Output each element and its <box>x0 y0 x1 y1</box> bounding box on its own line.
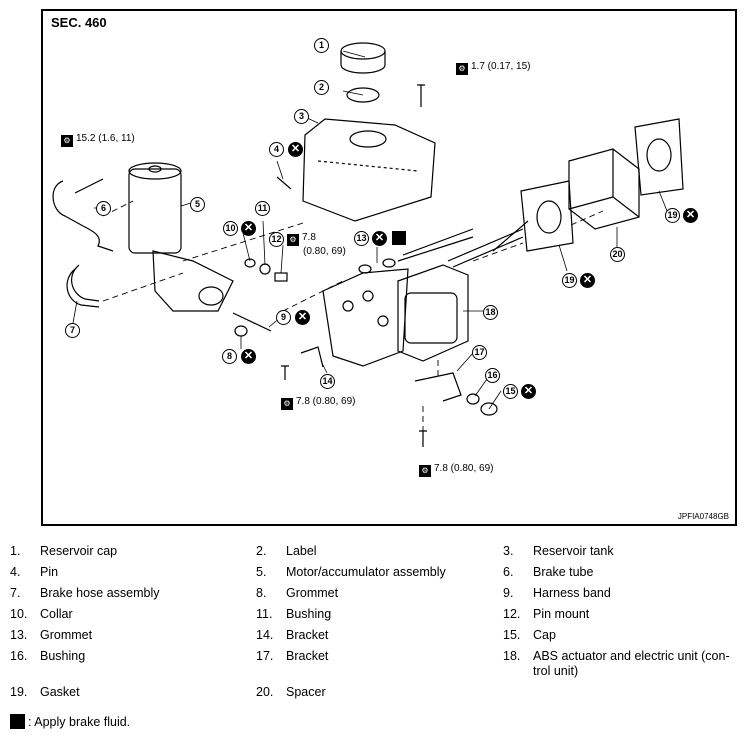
callout-16: 16 <box>485 368 500 383</box>
section-label: SEC. 460 <box>51 15 107 30</box>
bracket-17-shape <box>414 372 462 402</box>
brake-fluid-icon <box>392 231 406 245</box>
control-unit-shape <box>397 264 469 362</box>
legend-item: 4.Pin <box>10 565 59 579</box>
torque-spec-brake-tube: ⚙15.2 (1.6, 11) <box>61 133 135 147</box>
callout-4: 4 <box>269 142 284 157</box>
legend-item: 11.Bushing <box>256 607 332 621</box>
x-mark-icon: ✕ <box>521 384 536 399</box>
x-mark-icon: ✕ <box>295 310 310 325</box>
pin-shape <box>276 176 292 190</box>
callout-1: 1 <box>314 38 329 53</box>
grommet-8-shape <box>234 325 248 337</box>
torque-wrench-icon: ⚙ <box>61 135 73 147</box>
legend-item: 2.Label <box>256 544 317 558</box>
callout-19-right: 19 <box>665 208 680 223</box>
brake-tube-shape <box>52 180 114 252</box>
legend-item: 19.Gasket <box>10 685 80 699</box>
legend-item: 5.Motor/accumulator assembly <box>256 565 446 579</box>
legend-item: 15.Cap <box>503 628 556 642</box>
torque-spec-bottom-bolt: ⚙7.8 (0.80, 69) <box>419 463 493 477</box>
legend-item: 18.ABS actuator and electric unit (con-t… <box>503 649 730 678</box>
callout-5: 5 <box>190 197 205 212</box>
cap-15-shape <box>480 402 498 416</box>
callout-20: 20 <box>610 247 625 262</box>
callout-7: 7 <box>65 323 80 338</box>
x-mark-icon: ✕ <box>241 221 256 236</box>
callout-14: 14 <box>320 374 335 389</box>
legend-item: 12.Pin mount <box>503 607 590 621</box>
callout-8: 8 <box>222 349 237 364</box>
x-mark-icon: ✕ <box>288 142 303 157</box>
legend-item: 6.Brake tube <box>503 565 594 579</box>
legend-item: 10.Collar <box>10 607 73 621</box>
x-mark-icon: ✕ <box>241 349 256 364</box>
torque-wrench-icon: ⚙ <box>419 465 431 477</box>
legend-item: 8.Grommet <box>256 586 339 600</box>
bolt-top-shape <box>417 84 425 107</box>
legend-item: 13.Grommet <box>10 628 93 642</box>
gasket-right-shape <box>634 118 684 196</box>
torque-wrench-icon: ⚙ <box>287 234 299 246</box>
torque-spec-reservoir-bolt: ⚙1.7 (0.17, 15) <box>456 61 530 75</box>
legend-item: 14.Bracket <box>256 628 329 642</box>
brake-fluid-icon <box>10 714 25 729</box>
bracket-14-shape <box>300 346 324 368</box>
reservoir-tank-shape <box>302 118 436 222</box>
legend-item: 1.Reservoir cap <box>10 544 118 558</box>
abs-actuator-body-shape <box>322 268 409 367</box>
legend-item: 9.Harness band <box>503 586 611 600</box>
callout-9: 9 <box>276 310 291 325</box>
callout-12: 12 <box>269 232 284 247</box>
legend-item: 16.Bushing <box>10 649 86 663</box>
bushing-16-shape <box>466 393 480 405</box>
gasket-left-shape <box>520 180 574 252</box>
x-mark-icon: ✕ <box>372 231 387 246</box>
motor-accumulator-shape <box>128 168 182 254</box>
callout-6: 6 <box>96 201 111 216</box>
callout-15: 15 <box>503 384 518 399</box>
callout-13: 13 <box>354 231 369 246</box>
exploded-diagram: SEC. 460 JPFIA0748GB <box>41 9 737 526</box>
torque-spec-bracket-bolt: ⚙7.8 (0.80, 69) <box>281 396 355 410</box>
callout-10: 10 <box>223 221 238 236</box>
callout-17: 17 <box>472 345 487 360</box>
legend-item: 7.Brake hose assembly <box>10 586 160 600</box>
callout-18: 18 <box>483 305 498 320</box>
callout-3: 3 <box>294 109 309 124</box>
label-ring-shape <box>346 87 380 103</box>
torque-wrench-icon: ⚙ <box>456 63 468 75</box>
callout-2: 2 <box>314 80 329 95</box>
figure-code: JPFIA0748GB <box>677 512 729 521</box>
spacer-shape <box>568 148 640 230</box>
x-mark-icon: ✕ <box>580 273 595 288</box>
callout-19-left: 19 <box>562 273 577 288</box>
legend-item: 17.Bracket <box>256 649 329 663</box>
legend-item: 3.Reservoir tank <box>503 544 614 558</box>
legend-item: 20.Spacer <box>256 685 326 699</box>
callout-11: 11 <box>255 201 270 216</box>
harness-band-shape <box>232 312 272 332</box>
torque-spec-pin-mount: ⚙7.8 <box>287 232 316 246</box>
torque-spec-pin-mount-values: (0.80, 69) <box>303 246 346 257</box>
x-mark-icon: ✕ <box>683 208 698 223</box>
brake-fluid-note: : Apply brake fluid. <box>10 714 130 729</box>
torque-wrench-icon: ⚙ <box>281 398 293 410</box>
diagram-drawing <box>52 42 684 447</box>
